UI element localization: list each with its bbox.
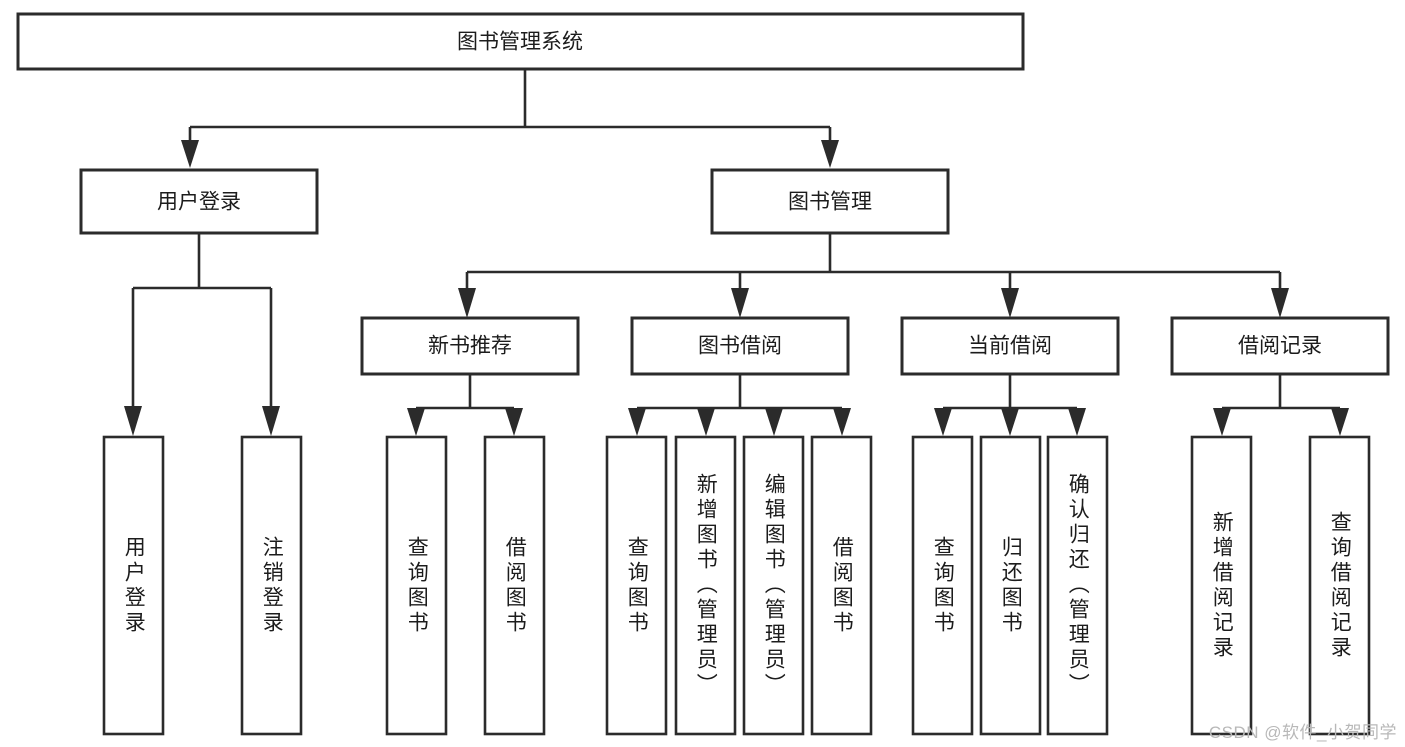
node-box-leaf-query-record[interactable]	[1308, 435, 1371, 736]
node-box-leaf-confirm-return[interactable]	[1046, 435, 1109, 736]
node-box-leaf-add-record[interactable]	[1190, 435, 1253, 736]
node-box-leaf-query-book-b[interactable]	[605, 435, 668, 736]
node-box-leaf-query-book-a[interactable]	[385, 435, 448, 736]
node-box-leaf-borrow-book-a[interactable]	[483, 435, 546, 736]
node-box-leaf-user-login[interactable]	[102, 435, 165, 736]
node-box-leaf-return-book[interactable]	[979, 435, 1042, 736]
node-label-book-manage: 图书管理	[788, 191, 872, 214]
connector-group	[124, 70, 1349, 436]
node-box-leaf-add-book[interactable]	[674, 435, 737, 736]
node-box-current-borrow[interactable]	[900, 316, 1120, 376]
node-box-leaf-logout[interactable]	[240, 435, 303, 736]
node-label-book-borrow: 图书借阅	[698, 335, 782, 358]
arrow-head-current-borrow	[1001, 288, 1019, 318]
arrow-head-borrowrecord-leaf-1	[1213, 408, 1231, 436]
arrow-head-borrow-record	[1271, 288, 1289, 318]
node-box-root[interactable]	[16, 12, 1025, 71]
node-box-group	[16, 12, 1390, 736]
arrow-head-currentborrow-leaf-3	[1068, 408, 1086, 436]
arrow-head-bookborrow-leaf-1	[628, 408, 646, 436]
node-box-leaf-borrow-book-b[interactable]	[810, 435, 873, 736]
arrow-head-book-manage	[821, 140, 839, 168]
node-label-root: 图书管理系统	[457, 31, 583, 54]
node-label-group: 图书管理系统 用户登录 图书管理 新书推荐 图书借阅 当前借阅 借阅记录	[157, 31, 1322, 358]
arrow-head-bookborrow-leaf-2	[697, 408, 715, 436]
arrow-head-borrowrecord-leaf-2	[1331, 408, 1349, 436]
node-box-leaf-edit-book[interactable]	[742, 435, 805, 736]
arrow-head-currentborrow-leaf-1	[934, 408, 952, 436]
arrow-head-newbook-leaf-2	[505, 408, 523, 436]
node-label-user-login: 用户登录	[157, 191, 241, 214]
arrow-head-bookborrow-leaf-4	[833, 408, 851, 436]
arrow-head-newbook-leaf-1	[407, 408, 425, 436]
node-box-user-login[interactable]	[79, 168, 319, 235]
node-label-current-borrow: 当前借阅	[968, 335, 1052, 358]
arrow-head-currentborrow-leaf-2	[1001, 408, 1019, 436]
arrow-head-bookborrow-leaf-3	[765, 408, 783, 436]
arrow-head-book-borrow	[731, 288, 749, 318]
arrow-head-leaf-logout	[262, 406, 280, 436]
node-box-book-manage[interactable]	[710, 168, 950, 235]
arrow-head-leaf-user-login	[124, 406, 142, 436]
node-label-new-book-recommend: 新书推荐	[428, 335, 512, 358]
node-label-borrow-record: 借阅记录	[1238, 335, 1322, 358]
arrow-head-new-book	[458, 288, 476, 318]
arrow-head-user-login	[181, 140, 199, 168]
node-box-leaf-query-book-c[interactable]	[911, 435, 974, 736]
node-box-new-book-recommend[interactable]	[360, 316, 580, 376]
node-box-book-borrow[interactable]	[630, 316, 850, 376]
node-box-borrow-record[interactable]	[1170, 316, 1390, 376]
watermark-text: CSDN @软件_小贺同学	[1208, 723, 1397, 742]
